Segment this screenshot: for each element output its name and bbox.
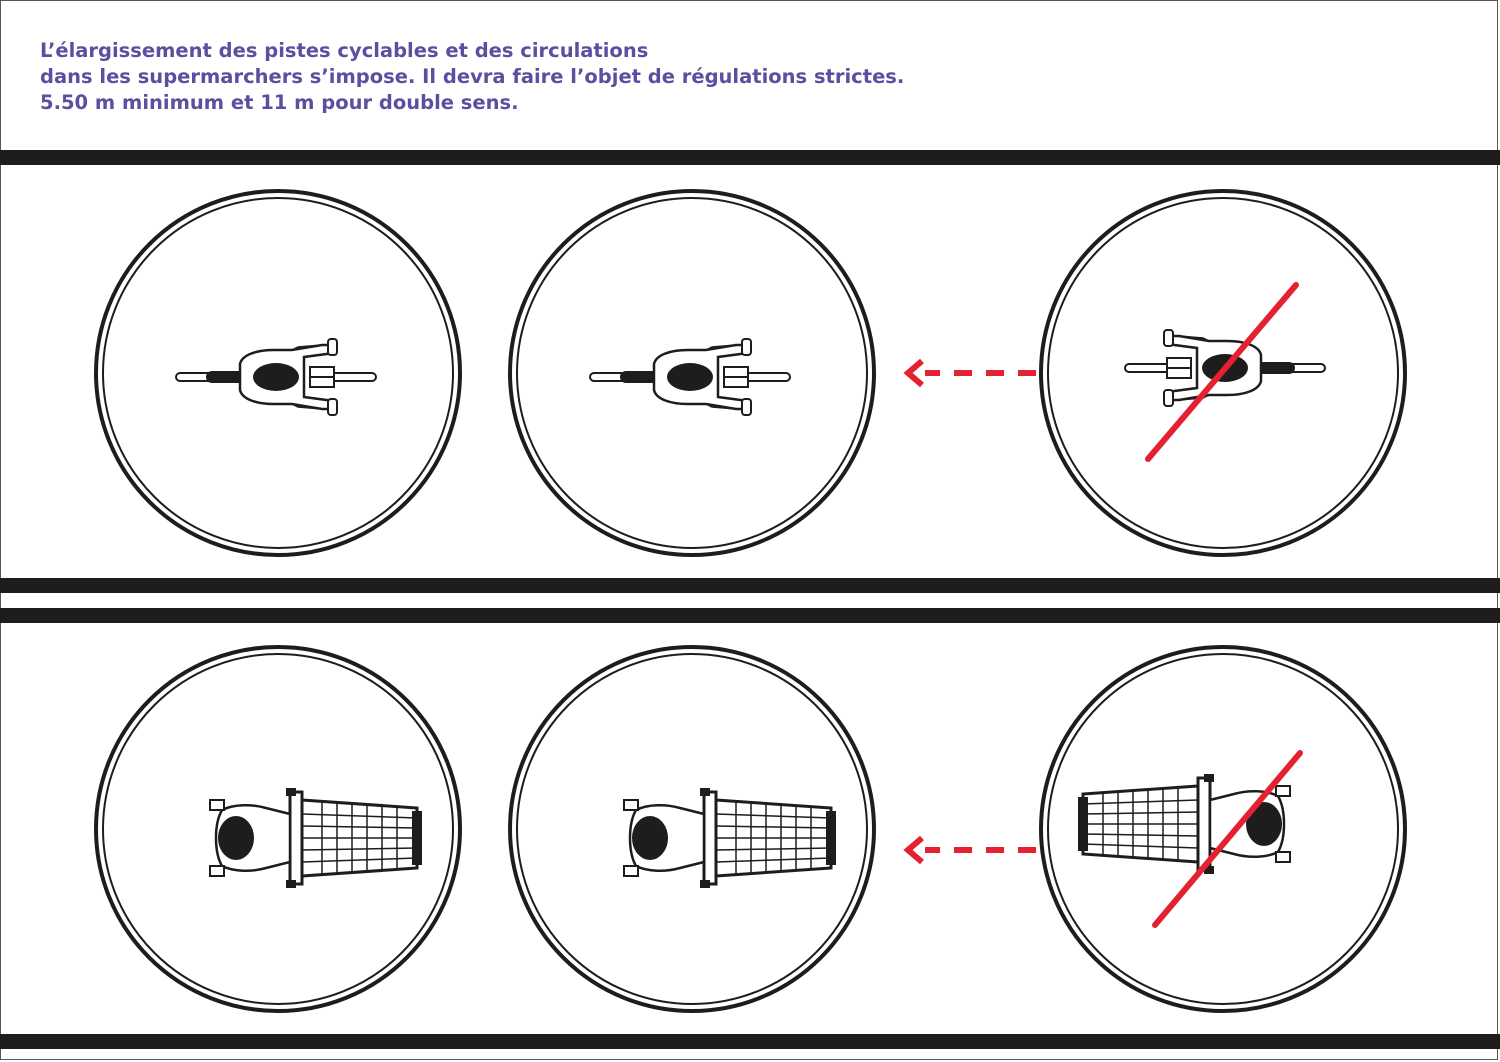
bike-circle-1 [94, 189, 462, 557]
cyclist-icon [174, 337, 378, 417]
shopper-circle-1 [94, 645, 462, 1013]
shopper-circle-2 [508, 645, 876, 1013]
prohibition-slash-icon [1145, 282, 1299, 462]
shopper-lane [94, 645, 1407, 1013]
shopper-wrong-way-icon [1076, 772, 1292, 876]
shopper-with-cart-icon [208, 786, 424, 890]
bike-circle-3 [1039, 189, 1407, 557]
direction-arrow-icon [903, 358, 1036, 388]
bike-lane [94, 189, 1407, 557]
shopper-circle-3 [1039, 645, 1407, 1013]
caption-line-3: 5.50 m minimum et 11 m pour double sens. [40, 91, 519, 114]
prohibition-slash-icon [1152, 750, 1303, 928]
shopper-with-cart-icon [622, 786, 838, 890]
shopper-lane-bottom-border [0, 1034, 1500, 1049]
bike-lane-bottom-border [0, 578, 1500, 593]
direction-arrow-icon [903, 835, 1036, 865]
caption-line-2: dans les supermarchers s’impose. Il devr… [40, 65, 905, 88]
caption-line-1: L’élargissement des pistes cyclables et … [40, 39, 649, 62]
bike-circle-2 [508, 189, 876, 557]
bike-lane-top-border [0, 150, 1500, 165]
caption: L’élargissement des pistes cyclables et … [40, 38, 904, 116]
cyclist-icon [588, 337, 792, 417]
shopper-lane-top-border [0, 608, 1500, 623]
